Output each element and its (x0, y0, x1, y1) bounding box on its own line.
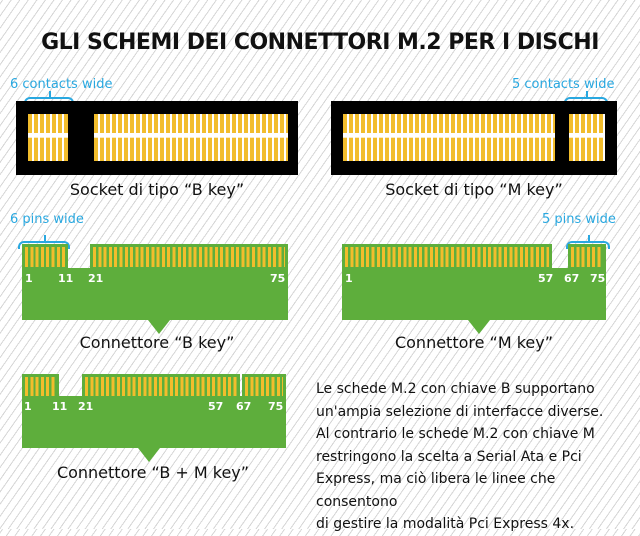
conn-b-caption: Connettore “B key” (79, 333, 235, 352)
socket-m-note: 5 contacts wide (512, 77, 615, 92)
description-line: restringono la scelta a Serial Ata e Pci (316, 448, 582, 465)
pins (345, 247, 549, 267)
page-title: GLI SCHEMI DEI CONNETTORI M.2 PER I DISC… (41, 30, 599, 55)
notch-tab (148, 320, 170, 334)
connector-m-key: 1 57 67 75 (342, 244, 606, 334)
notch-tab (468, 320, 490, 334)
conn-b-note: 6 pins wide (10, 212, 84, 227)
pins (85, 377, 237, 397)
pin-label: 57 (208, 400, 224, 413)
socket-m-key (331, 101, 617, 175)
description-line: un'ampia selezione di interfacce diverse… (316, 403, 604, 420)
description: Le schede M.2 con chiave B supportano un… (316, 378, 636, 536)
socket-b-note: 6 contacts wide (10, 77, 113, 92)
pin-label: 1 (24, 400, 32, 413)
pin-label: 57 (538, 272, 554, 285)
board-body (342, 268, 606, 320)
conn-bm-caption: Connettore “B + M key” (56, 463, 250, 482)
board-body (22, 396, 286, 448)
pin-label: 67 (236, 400, 252, 413)
pin-label: 21 (88, 272, 104, 285)
connector-b-m-key: 1 11 21 57 67 75 (22, 374, 286, 464)
pin-label: 11 (58, 272, 74, 285)
brace-icon (18, 235, 70, 249)
pin-label: 75 (590, 272, 606, 285)
pins (93, 247, 285, 267)
brace-icon (566, 235, 610, 249)
pin-block (22, 374, 59, 400)
pin-label: 1 (25, 272, 33, 285)
pin-label: 75 (268, 400, 284, 413)
pin-label: 21 (78, 400, 94, 413)
socket-contacts-large (343, 114, 555, 161)
pins (25, 377, 56, 397)
socket-b-key (16, 101, 298, 175)
description-line: Le schede M.2 con chiave B supportano (316, 381, 595, 397)
description-line: Al contrario le schede M.2 con chiave M (316, 426, 595, 442)
pin-label: 11 (52, 400, 68, 413)
pin-block (342, 244, 552, 270)
board-body (22, 268, 288, 320)
description-line: Express, ma ciò libera le linee che cons… (316, 471, 556, 510)
pins (571, 247, 603, 267)
socket-contacts-large (94, 114, 288, 161)
pins (25, 247, 65, 267)
description-line: di gestire la modalità Pci Express 4x. (316, 516, 575, 532)
pin-label: 75 (270, 272, 286, 285)
pin-block (90, 244, 288, 270)
socket-contacts-small (569, 114, 605, 161)
pin-label: 1 (345, 272, 353, 285)
conn-m-note: 5 pins wide (542, 212, 616, 227)
socket-m-caption: Socket di tipo “M key” (385, 180, 563, 199)
socket-b-caption: Socket di tipo “B key” (69, 180, 245, 199)
socket-contacts-small (28, 114, 68, 161)
pin-block (22, 244, 68, 270)
pin-block (82, 374, 240, 400)
pin-label: 67 (564, 272, 580, 285)
pin-block (568, 244, 606, 270)
pin-block (242, 374, 286, 400)
connector-b-key: 1 11 21 75 (22, 244, 288, 334)
conn-m-caption: Connettore “M key” (394, 333, 554, 352)
notch-tab (138, 448, 160, 462)
pins (245, 377, 283, 397)
